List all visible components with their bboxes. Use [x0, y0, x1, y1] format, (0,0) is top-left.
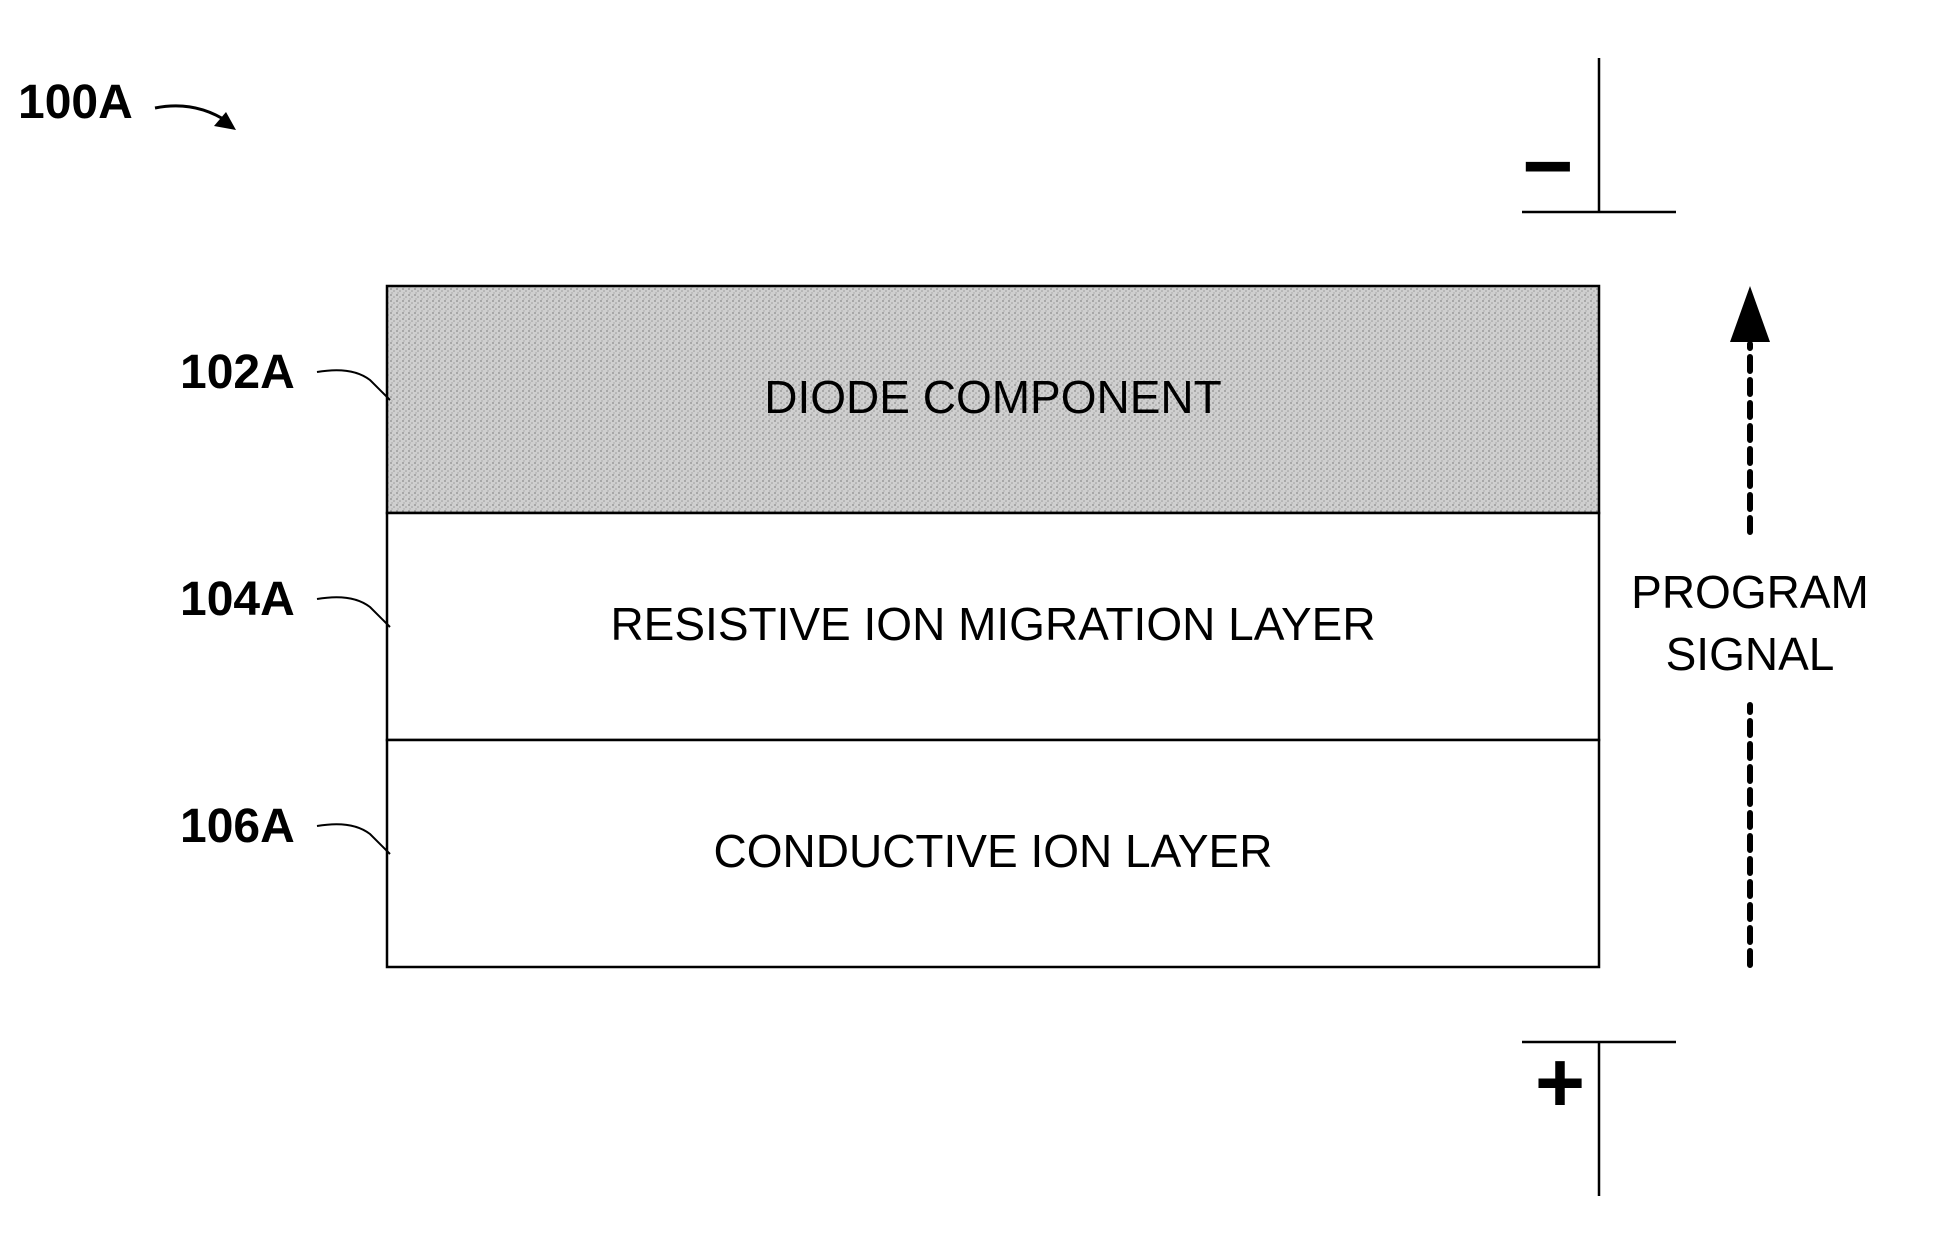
- terminal-bottom: +: [1522, 1035, 1676, 1196]
- up-arrowhead-icon: [1730, 286, 1770, 342]
- leader-line-diode: [317, 370, 390, 400]
- leader-line-resistive: [317, 597, 390, 627]
- layer-diode-component-label: DIODE COMPONENT: [764, 371, 1221, 423]
- layer-conductive-ion-label: CONDUCTIVE ION LAYER: [714, 825, 1273, 877]
- program-signal: PROGRAM SIGNAL: [1631, 286, 1869, 965]
- signal-label-line1: PROGRAM: [1631, 566, 1869, 618]
- figure-label-arrow: [155, 106, 228, 122]
- minus-sign-icon: −: [1522, 116, 1573, 215]
- figure-label-group: 100A: [18, 76, 236, 130]
- reference-labels: 102A 104A 106A: [180, 346, 390, 854]
- plus-sign-icon: +: [1535, 1035, 1585, 1131]
- signal-label-line2: SIGNAL: [1666, 628, 1835, 680]
- layer-stack: DIODE COMPONENT RESISTIVE ION MIGRATION …: [387, 286, 1599, 967]
- ref-label-resistive: 104A: [180, 573, 295, 626]
- figure-label: 100A: [18, 76, 133, 129]
- layer-resistive-ion-migration-label: RESISTIVE ION MIGRATION LAYER: [610, 598, 1375, 650]
- terminal-top: −: [1522, 58, 1676, 215]
- leader-line-conductive: [317, 824, 390, 854]
- ref-label-conductive: 106A: [180, 800, 295, 853]
- ref-label-diode: 102A: [180, 346, 295, 399]
